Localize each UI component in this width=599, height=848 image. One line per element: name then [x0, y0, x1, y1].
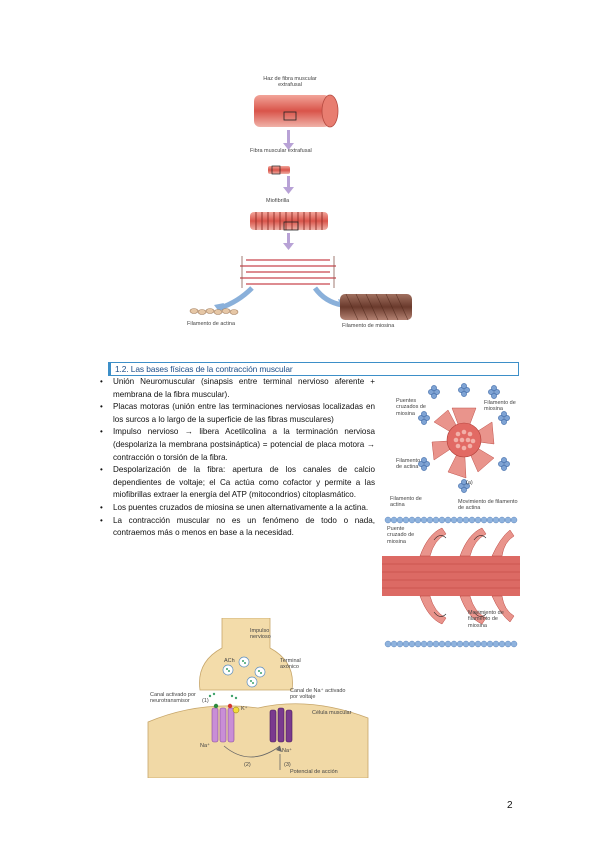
label-filamento-miosina: Filamento de miosina	[342, 323, 395, 329]
list-item: Unión Neuromuscular (sinapsis entre term…	[100, 376, 375, 401]
label-two: (2)	[244, 762, 251, 768]
label-k-ion: K⁺	[241, 706, 248, 712]
list-item: Despolarización de la fibra: apertura de…	[100, 464, 375, 502]
label-na-ion-right: Na⁺	[282, 748, 292, 754]
list-item: Impulso nervioso → libera Acetilcolina a…	[100, 426, 375, 464]
label-one: (1)	[202, 698, 209, 704]
label-a: (a)	[466, 480, 473, 486]
label-movimiento-actina: Movimiento de filamento de actina	[458, 499, 518, 512]
list-item: Placas motoras (unión entre las terminac…	[100, 401, 375, 426]
list-item: La contracción muscular no es un fenómen…	[100, 515, 375, 540]
label-fibra-extrafusal: Fibra muscular extrafusal	[250, 148, 312, 154]
label-terminal-axonico: Terminal axónico	[280, 658, 301, 671]
muscle-structure-diagram	[189, 94, 412, 321]
label-miofibrilla: Miofibrilla	[266, 198, 290, 204]
section-heading-box: 1.2. Las bases físicas de la contracción…	[108, 362, 519, 376]
synapse-diagram	[147, 617, 369, 779]
crossbridge-figure: Puentes cruzados de miosina Filamento de…	[382, 378, 520, 652]
label-puente-cruzado: Puente cruzado de miosina	[387, 526, 415, 545]
label-impulso-nervioso: Impulso nervioso	[250, 628, 271, 641]
label-celula-muscular: Célula muscular	[312, 710, 352, 716]
page-number: 2	[507, 800, 513, 811]
label-actina-long: Filamento de actina	[390, 496, 422, 509]
label-potencial-accion: Potencial de acción	[290, 769, 338, 775]
bullet-list: Unión Neuromuscular (sinapsis entre term…	[100, 376, 375, 540]
list-item: Los puentes cruzados de miosina se unen …	[100, 502, 375, 515]
label-actina-top: Filamento de actina	[396, 458, 421, 471]
label-canal-neurotransmisor: Canal activado por neurotransmisor	[150, 692, 196, 705]
label-filamento-actina: Filamento de actina	[187, 321, 235, 327]
label-three: (3)	[284, 762, 291, 768]
label-haz-fibra: Haz de fibra muscular extrafusal	[263, 76, 317, 89]
label-na-ion-left: Na⁺	[200, 743, 210, 749]
muscle-structure-figure: Haz de fibra muscular extrafusal Fibra m…	[180, 70, 430, 335]
label-canal-na-voltaje: Canal de Na⁺ activado por voltaje	[290, 688, 346, 701]
label-miosina-top: Filamento de miosina	[484, 400, 516, 413]
label-ach: ACh	[224, 658, 235, 664]
crossbridge-diagram	[382, 383, 520, 648]
label-puentes-cruzados: Puentes cruzados de miosina	[396, 398, 426, 417]
section-heading: 1.2. Las bases físicas de la contracción…	[115, 364, 293, 374]
synapse-figure: Impulso nervioso Terminal axónico ACh Ca…	[140, 617, 376, 779]
label-movimiento-miosina: Movimiento de filamento de miosina	[468, 610, 504, 629]
